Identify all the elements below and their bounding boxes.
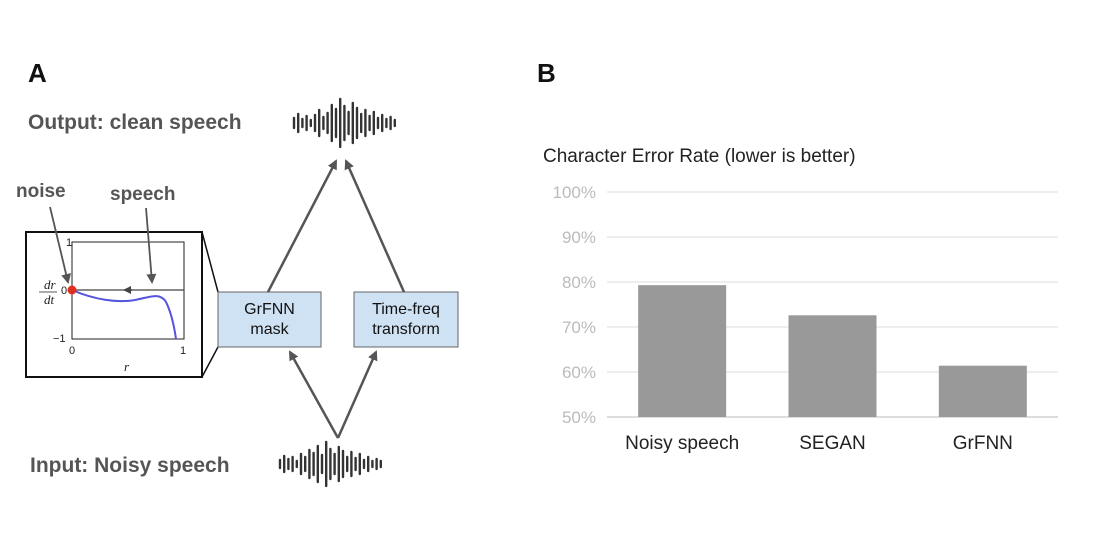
input-label: Input: Noisy speech <box>30 454 230 477</box>
time-freq-transform-box: Time-freq transform <box>353 291 459 348</box>
grfnn-to-output-arrow <box>266 159 338 293</box>
input-waveform-icon <box>278 440 382 488</box>
speech-label: speech <box>110 184 175 205</box>
grfnn-box-line1: GrFNN <box>244 301 295 318</box>
inset-ytick-top: 1 <box>66 237 72 249</box>
y-tick-label: 100% <box>553 183 596 202</box>
bar <box>788 315 877 417</box>
phase-portrait-inset: 1 0 −1 0 1 dr dt r <box>25 231 203 378</box>
tf-box-line1: Time-freq <box>372 301 440 318</box>
bar <box>638 285 727 417</box>
tf-box-line2: transform <box>372 321 440 338</box>
fixed-point-dot <box>67 285 77 295</box>
zoom-connector-bottom <box>201 346 219 378</box>
chart-title: Character Error Rate (lower is better) <box>543 146 856 167</box>
x-tick-label: Noisy speech <box>625 433 739 454</box>
dynamics-curve <box>71 289 177 340</box>
noise-label: noise <box>16 181 66 202</box>
x-tick-label: GrFNN <box>953 433 1013 454</box>
y-tick-label: 60% <box>562 363 596 382</box>
output-waveform-icon <box>292 97 396 149</box>
x-tick-label: SEGAN <box>799 433 866 454</box>
y-tick-label: 70% <box>562 318 596 337</box>
chart-x-axis: Noisy speech SEGAN GrFNN <box>625 433 1013 454</box>
grfnn-mask-box: GrFNN mask <box>217 291 322 348</box>
panel-b: B Character Error Rate (lower is better)… <box>537 58 1058 454</box>
panel-a: A Output: clean speech Input: Noisy spee… <box>16 58 459 488</box>
speech-pointer-arrow <box>145 207 157 284</box>
inset-ylabel-denominator: dt <box>44 292 55 307</box>
inset-ylabel-numerator: dr <box>44 277 57 292</box>
tf-to-output-arrow <box>344 159 406 293</box>
inset-xtick-right: 1 <box>180 345 186 357</box>
bar <box>938 365 1027 417</box>
inset-frame <box>25 231 203 378</box>
zoom-connector-top <box>201 231 219 293</box>
grfnn-box-line2: mask <box>250 321 289 338</box>
panel-a-letter: A <box>28 58 47 88</box>
chart-y-axis: 100% 90% 80% 70% 60% 50% <box>553 183 596 427</box>
inset-xlabel: r <box>124 359 130 374</box>
panel-b-letter: B <box>537 58 556 88</box>
input-to-tf-arrow <box>336 350 378 439</box>
y-tick-label: 90% <box>562 228 596 247</box>
y-tick-label: 50% <box>562 408 596 427</box>
y-tick-label: 80% <box>562 273 596 292</box>
input-to-grfnn-arrow <box>288 350 340 439</box>
inset-ytick-bottom: −1 <box>53 333 66 345</box>
inset-ytick-zero: 0 <box>61 285 67 297</box>
chart-bars <box>638 285 1027 417</box>
noise-pointer-arrow <box>49 206 71 284</box>
inset-xtick-left: 0 <box>69 345 75 357</box>
output-label: Output: clean speech <box>28 111 242 134</box>
